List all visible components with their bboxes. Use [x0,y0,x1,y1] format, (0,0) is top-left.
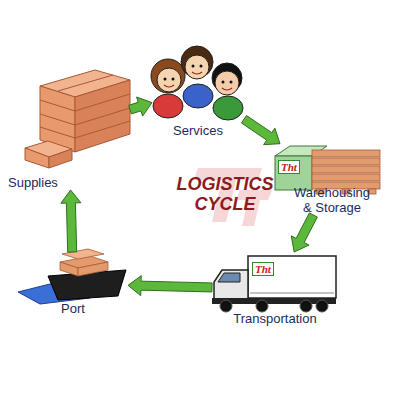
people-illustration-part [183,84,213,108]
illustrated-step: Supplies [8,68,130,190]
port-illustration-part-part [60,262,78,276]
crates-illustration-part [75,121,130,138]
people-illustration-part [230,81,233,84]
cycle-arrow [129,97,152,116]
crates-illustration-part [75,80,130,152]
people-illustration-part [157,68,181,92]
people-illustration-part [222,88,232,90]
people-illustration-part [172,78,175,81]
people-illustration-part [213,96,243,120]
crates-illustration [25,70,130,168]
cycle-arrow [291,213,317,252]
company-logo: Tht [252,262,274,276]
step-label: Services [173,123,223,138]
crates-illustration-part [49,149,72,168]
people-illustration-part [200,65,203,68]
truck-illustration-part-part [316,300,328,312]
people-illustration [151,46,243,120]
crates-illustration-part [75,94,130,111]
cycle-arrow [128,276,212,296]
people-illustration-part [164,78,167,81]
illustrated-step: Transportation [212,252,338,326]
cycle-arrow [61,190,81,252]
cycle-arrow [241,116,280,145]
port-illustration-part [60,249,108,276]
people-illustration-part [185,55,209,79]
warehouse-illustration-part-part [312,174,380,181]
people-illustration-part [151,59,185,93]
warehouse-illustration-part [275,156,312,190]
people-illustration-part [192,72,202,74]
crates-illustration-part [25,148,49,168]
warehouse-illustration-part-part [312,158,380,165]
crates-illustration-part [75,108,130,125]
people-illustration-part [164,85,174,87]
port-illustration [18,249,126,304]
people-illustration-part [222,81,225,84]
truck-illustration-part-part [220,300,232,312]
people-illustration-part [192,65,195,68]
diagram-title: LOGISTICS CYCLE [165,174,285,214]
crates-illustration-part [40,114,75,125]
crates-illustration-part [40,127,75,138]
truck-illustration-part [220,300,328,312]
people-illustration-part [181,46,213,78]
step-label: Supplies [8,175,58,190]
illustrated-step: Warehousing & Storage [280,143,384,215]
crates-illustration-part [40,100,75,111]
illustrated-step: Services [152,38,244,138]
truck-illustration-part [214,270,248,302]
people-illustration-part [215,71,239,95]
truck-illustration-part-part [256,300,268,312]
step-label: Transportation [233,311,316,326]
people-illustration-part [153,94,183,118]
port-illustration-part-part [78,262,108,276]
warehouse-illustration-part-part [312,166,380,173]
warehouse-illustration-part-part [312,150,380,157]
truck-illustration-part [248,256,336,298]
crates-illustration-part [58,75,113,91]
truck-illustration-part-part [300,300,312,312]
port-illustration-part-part [62,249,104,259]
truck-illustration [212,256,336,312]
truck-illustration-part [218,273,240,282]
step-label: Port [61,301,85,316]
illustrated-step: Port [18,252,128,316]
company-logo: Tht [278,160,300,174]
step-label: Warehousing & Storage [290,185,374,215]
truck-illustration-part [250,293,334,294]
